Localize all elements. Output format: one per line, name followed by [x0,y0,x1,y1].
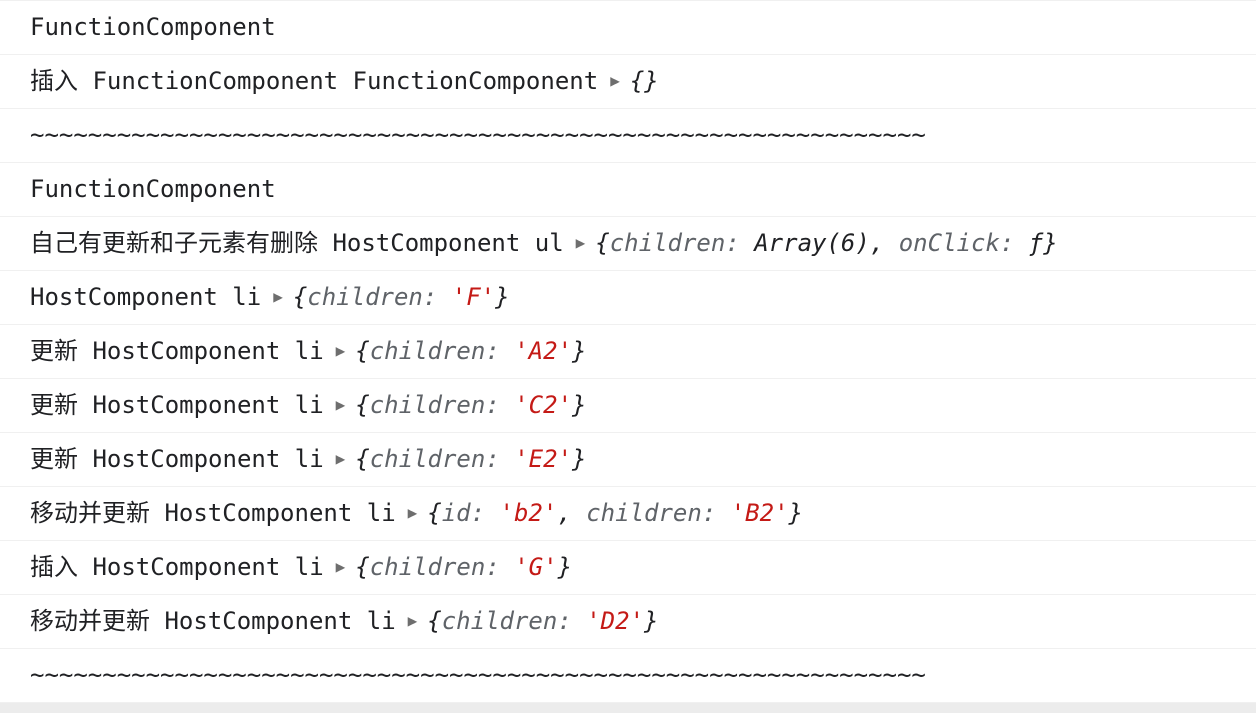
log-segment-label: 更新 [30,391,93,419]
log-segment-punct: { [427,499,442,527]
log-segment-prop: children: [586,499,731,527]
console-log-row: 移动并更新 HostComponent li ▶ {children: 'D2'} [0,595,1256,649]
log-segment-source: HostComponent ul [332,229,564,257]
expand-arrow-icon[interactable]: ▶ [335,395,346,414]
log-segment-punct: } [557,553,573,581]
log-segment-punct: } [1043,229,1058,257]
console-log-row: 插入 FunctionComponent FunctionComponent ▶ {… [0,55,1256,109]
log-segment-str: 'b2' [499,499,558,527]
log-segment-prop: children: [307,283,452,311]
log-segment-source: HostComponent li [92,553,324,581]
log-segment-val: ƒ [1028,229,1044,257]
log-segment-punct: , [557,499,587,527]
log-segment-punct: { [355,553,370,581]
log-segment-tilde: ~~~~~~~~~~~~~~~~~~~~~~~~~~~~~~~~~~~~~~~~… [30,121,926,149]
log-segment-label: 移动并更新 [30,607,165,635]
expand-arrow-icon[interactable]: ▶ [335,449,346,468]
expand-arrow-icon[interactable]: ▶ [335,557,346,576]
log-segment-str: 'A2' [514,337,573,365]
log-segment-punct: } [788,499,803,527]
log-segment-str: 'F' [451,283,496,311]
log-segment-source: HostComponent li [164,607,396,635]
console-log-row: FunctionComponent [0,1,1256,55]
log-segment-str: 'B2' [730,499,789,527]
log-segment-prop: children: [369,553,515,581]
log-segment-punct: } [572,391,587,419]
log-segment-source: HostComponent li [164,499,396,527]
log-segment-str: 'C2' [514,391,573,419]
log-segment-punct: , [869,229,899,257]
log-segment-tilde: ~~~~~~~~~~~~~~~~~~~~~~~~~~~~~~~~~~~~~~~~… [30,661,926,689]
log-segment-punct: } [495,283,510,311]
log-segment-punct: { [292,283,308,311]
expand-arrow-icon[interactable]: ▶ [407,503,418,522]
console-log-row: HostComponent li ▶ {children: 'F'} [0,271,1256,325]
expand-arrow-icon[interactable]: ▶ [273,287,283,306]
log-segment-str: 'G' [514,553,558,581]
log-segment-prop: onClick: [898,229,1029,257]
console-log-row: 更新 HostComponent li ▶ {children: 'A2'} [0,325,1256,379]
log-segment-prop: children: [369,445,515,473]
log-segment-source: HostComponent li [92,445,324,473]
log-segment-source: FunctionComponent FunctionComponent [92,67,599,95]
log-segment-prop: children: [369,391,515,419]
expand-arrow-icon[interactable]: ▶ [335,341,346,360]
log-segment-label: 自己有更新和子元素有删除 [30,229,333,257]
log-segment-source: FunctionComponent [30,13,276,41]
log-segment-prop: children: [369,337,515,365]
log-segment-val: Array(6) [754,229,870,257]
console-log-row: FunctionComponent [0,163,1256,217]
console-log-row: ~~~~~~~~~~~~~~~~~~~~~~~~~~~~~~~~~~~~~~~~… [0,109,1256,163]
log-segment-punct: { [355,337,370,365]
log-segment-label: 移动并更新 [30,499,165,527]
log-segment-str: 'D2' [586,607,645,635]
log-segment-punct: { [355,391,370,419]
console-log-row: 移动并更新 HostComponent li ▶ {id: 'b2', childr… [0,487,1256,541]
log-segment-source: HostComponent li [30,283,262,311]
expand-arrow-icon[interactable]: ▶ [610,71,620,90]
log-segment-label: 更新 [30,337,93,365]
log-segment-punct: { [355,445,370,473]
log-segment-punct: { [427,607,442,635]
console-log-row: ~~~~~~~~~~~~~~~~~~~~~~~~~~~~~~~~~~~~~~~~… [0,649,1256,703]
expand-arrow-icon[interactable]: ▶ [575,233,586,252]
console-log-row: 更新 HostComponent li ▶ {children: 'E2'} [0,433,1256,487]
log-segment-prop: children: [441,607,587,635]
log-segment-label: 更新 [30,445,93,473]
log-segment-prop: children: [609,229,755,257]
bottom-bar [0,703,1256,713]
log-segment-source: HostComponent li [92,337,324,365]
log-segment-punct: } [572,337,587,365]
log-segment-punct: { [595,229,610,257]
log-segment-prop: id: [441,499,500,527]
log-segment-punct: {} [629,67,659,95]
log-segment-source: HostComponent li [92,391,324,419]
console-log-row: 自己有更新和子元素有删除 HostComponent ul ▶ {children:… [0,217,1256,271]
log-segment-punct: } [572,445,587,473]
console-log-row: 插入 HostComponent li ▶ {children: 'G'} [0,541,1256,595]
log-segment-punct: } [644,607,659,635]
console-log-row: 更新 HostComponent li ▶ {children: 'C2'} [0,379,1256,433]
expand-arrow-icon[interactable]: ▶ [407,611,418,630]
log-segment-source: FunctionComponent [30,175,276,203]
log-segment-label: 插入 [30,67,93,95]
log-segment-str: 'E2' [514,445,573,473]
log-segment-label: 插入 [30,553,93,581]
